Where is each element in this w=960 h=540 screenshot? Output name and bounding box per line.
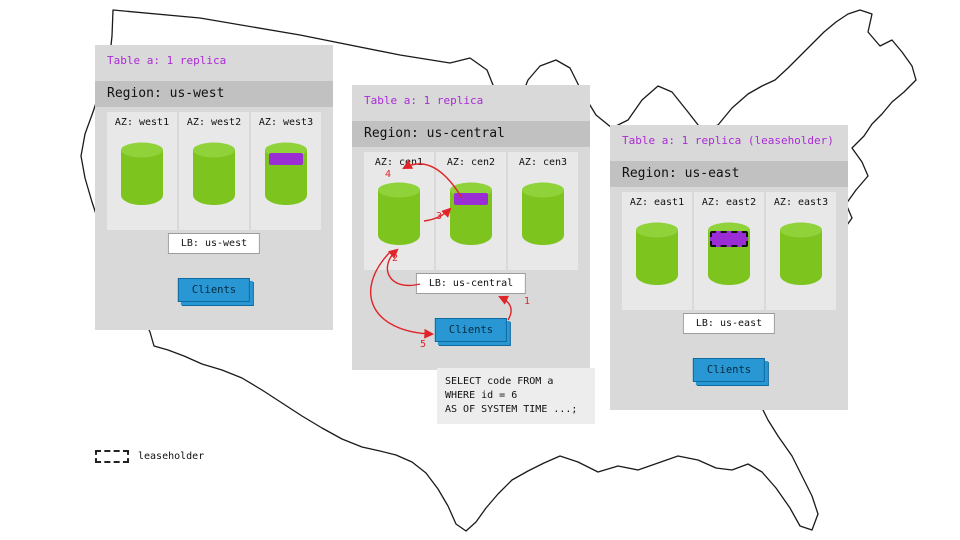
- legend: leaseholder: [95, 450, 204, 463]
- az-label: AZ: west3: [258, 117, 314, 128]
- sql-query-box: SELECT code FROM a WHERE id = 6 AS OF SY…: [437, 368, 595, 424]
- az-label: AZ: cen1: [374, 157, 424, 168]
- region-title: Region: us-central: [352, 121, 590, 147]
- db-node: [118, 140, 166, 206]
- az-label: AZ: east2: [701, 197, 757, 208]
- db-node: [519, 180, 567, 246]
- database-cylinder-icon: [378, 182, 420, 245]
- db-node: [375, 180, 423, 246]
- table-replica-label: Table a: 1 replica: [364, 94, 484, 107]
- database-cylinder-icon: [522, 182, 564, 245]
- db-node: [262, 140, 310, 206]
- db-node: [705, 220, 753, 286]
- az-container: AZ: east1 AZ: east2: [622, 192, 836, 310]
- load-balancer-us-central: LB: us-central: [415, 273, 527, 294]
- az-cell-cen3: AZ: cen3: [508, 152, 578, 270]
- database-cylinder-icon: [265, 142, 307, 205]
- region-title: Region: us-east: [610, 161, 848, 187]
- clients-box-us-west: Clients: [177, 278, 251, 302]
- region-panel-us-east: Table a: 1 replica (leaseholder) Region:…: [610, 125, 848, 410]
- az-cell-cen2: AZ: cen2: [436, 152, 506, 270]
- az-container: AZ: cen1 AZ: cen2: [364, 152, 578, 270]
- az-cell-cen1: AZ: cen1: [364, 152, 434, 270]
- clients-box-us-central: Clients: [434, 318, 508, 342]
- db-node: [447, 180, 495, 246]
- leaseholder-legend-icon: [95, 450, 129, 463]
- db-node: [777, 220, 825, 286]
- database-cylinder-icon: [450, 182, 492, 245]
- sql-line: AS OF SYSTEM TIME ...;: [445, 404, 578, 415]
- az-label: AZ: east3: [773, 197, 829, 208]
- database-cylinder-icon: [636, 222, 678, 285]
- database-cylinder-icon: [708, 222, 750, 285]
- legend-label: leaseholder: [138, 451, 205, 462]
- region-panel-us-central: Table a: 1 replica Region: us-central AZ…: [352, 85, 590, 370]
- az-cell-west3: AZ: west3: [251, 112, 321, 230]
- db-node: [633, 220, 681, 286]
- az-label: AZ: cen2: [446, 157, 496, 168]
- table-replica-label: Table a: 1 replica: [107, 54, 227, 67]
- clients-box-us-east: Clients: [692, 358, 766, 382]
- db-node: [190, 140, 238, 206]
- sql-line: SELECT code FROM a: [445, 376, 554, 387]
- az-cell-west2: AZ: west2: [179, 112, 249, 230]
- region-panel-us-west: Table a: 1 replica Region: us-west AZ: w…: [95, 45, 333, 330]
- az-label: AZ: west2: [186, 117, 242, 128]
- az-label: AZ: cen3: [518, 157, 568, 168]
- az-container: AZ: west1 AZ: west2 AZ:: [107, 112, 321, 230]
- az-label: AZ: west1: [114, 117, 170, 128]
- az-cell-east2: AZ: east2: [694, 192, 764, 310]
- load-balancer-us-east: LB: us-east: [682, 313, 776, 334]
- replica-range-chip: [269, 153, 303, 165]
- az-label: AZ: east1: [629, 197, 685, 208]
- az-cell-east3: AZ: east3: [766, 192, 836, 310]
- az-cell-west1: AZ: west1: [107, 112, 177, 230]
- database-cylinder-icon: [193, 142, 235, 205]
- table-replica-label: Table a: 1 replica (leaseholder): [622, 134, 834, 147]
- az-cell-east1: AZ: east1: [622, 192, 692, 310]
- region-title: Region: us-west: [95, 81, 333, 107]
- sql-line: WHERE id = 6: [445, 390, 518, 401]
- database-cylinder-icon: [121, 142, 163, 205]
- leaseholder-range-chip: [710, 231, 748, 247]
- replica-range-chip: [454, 193, 488, 205]
- database-cylinder-icon: [780, 222, 822, 285]
- load-balancer-us-west: LB: us-west: [167, 233, 261, 254]
